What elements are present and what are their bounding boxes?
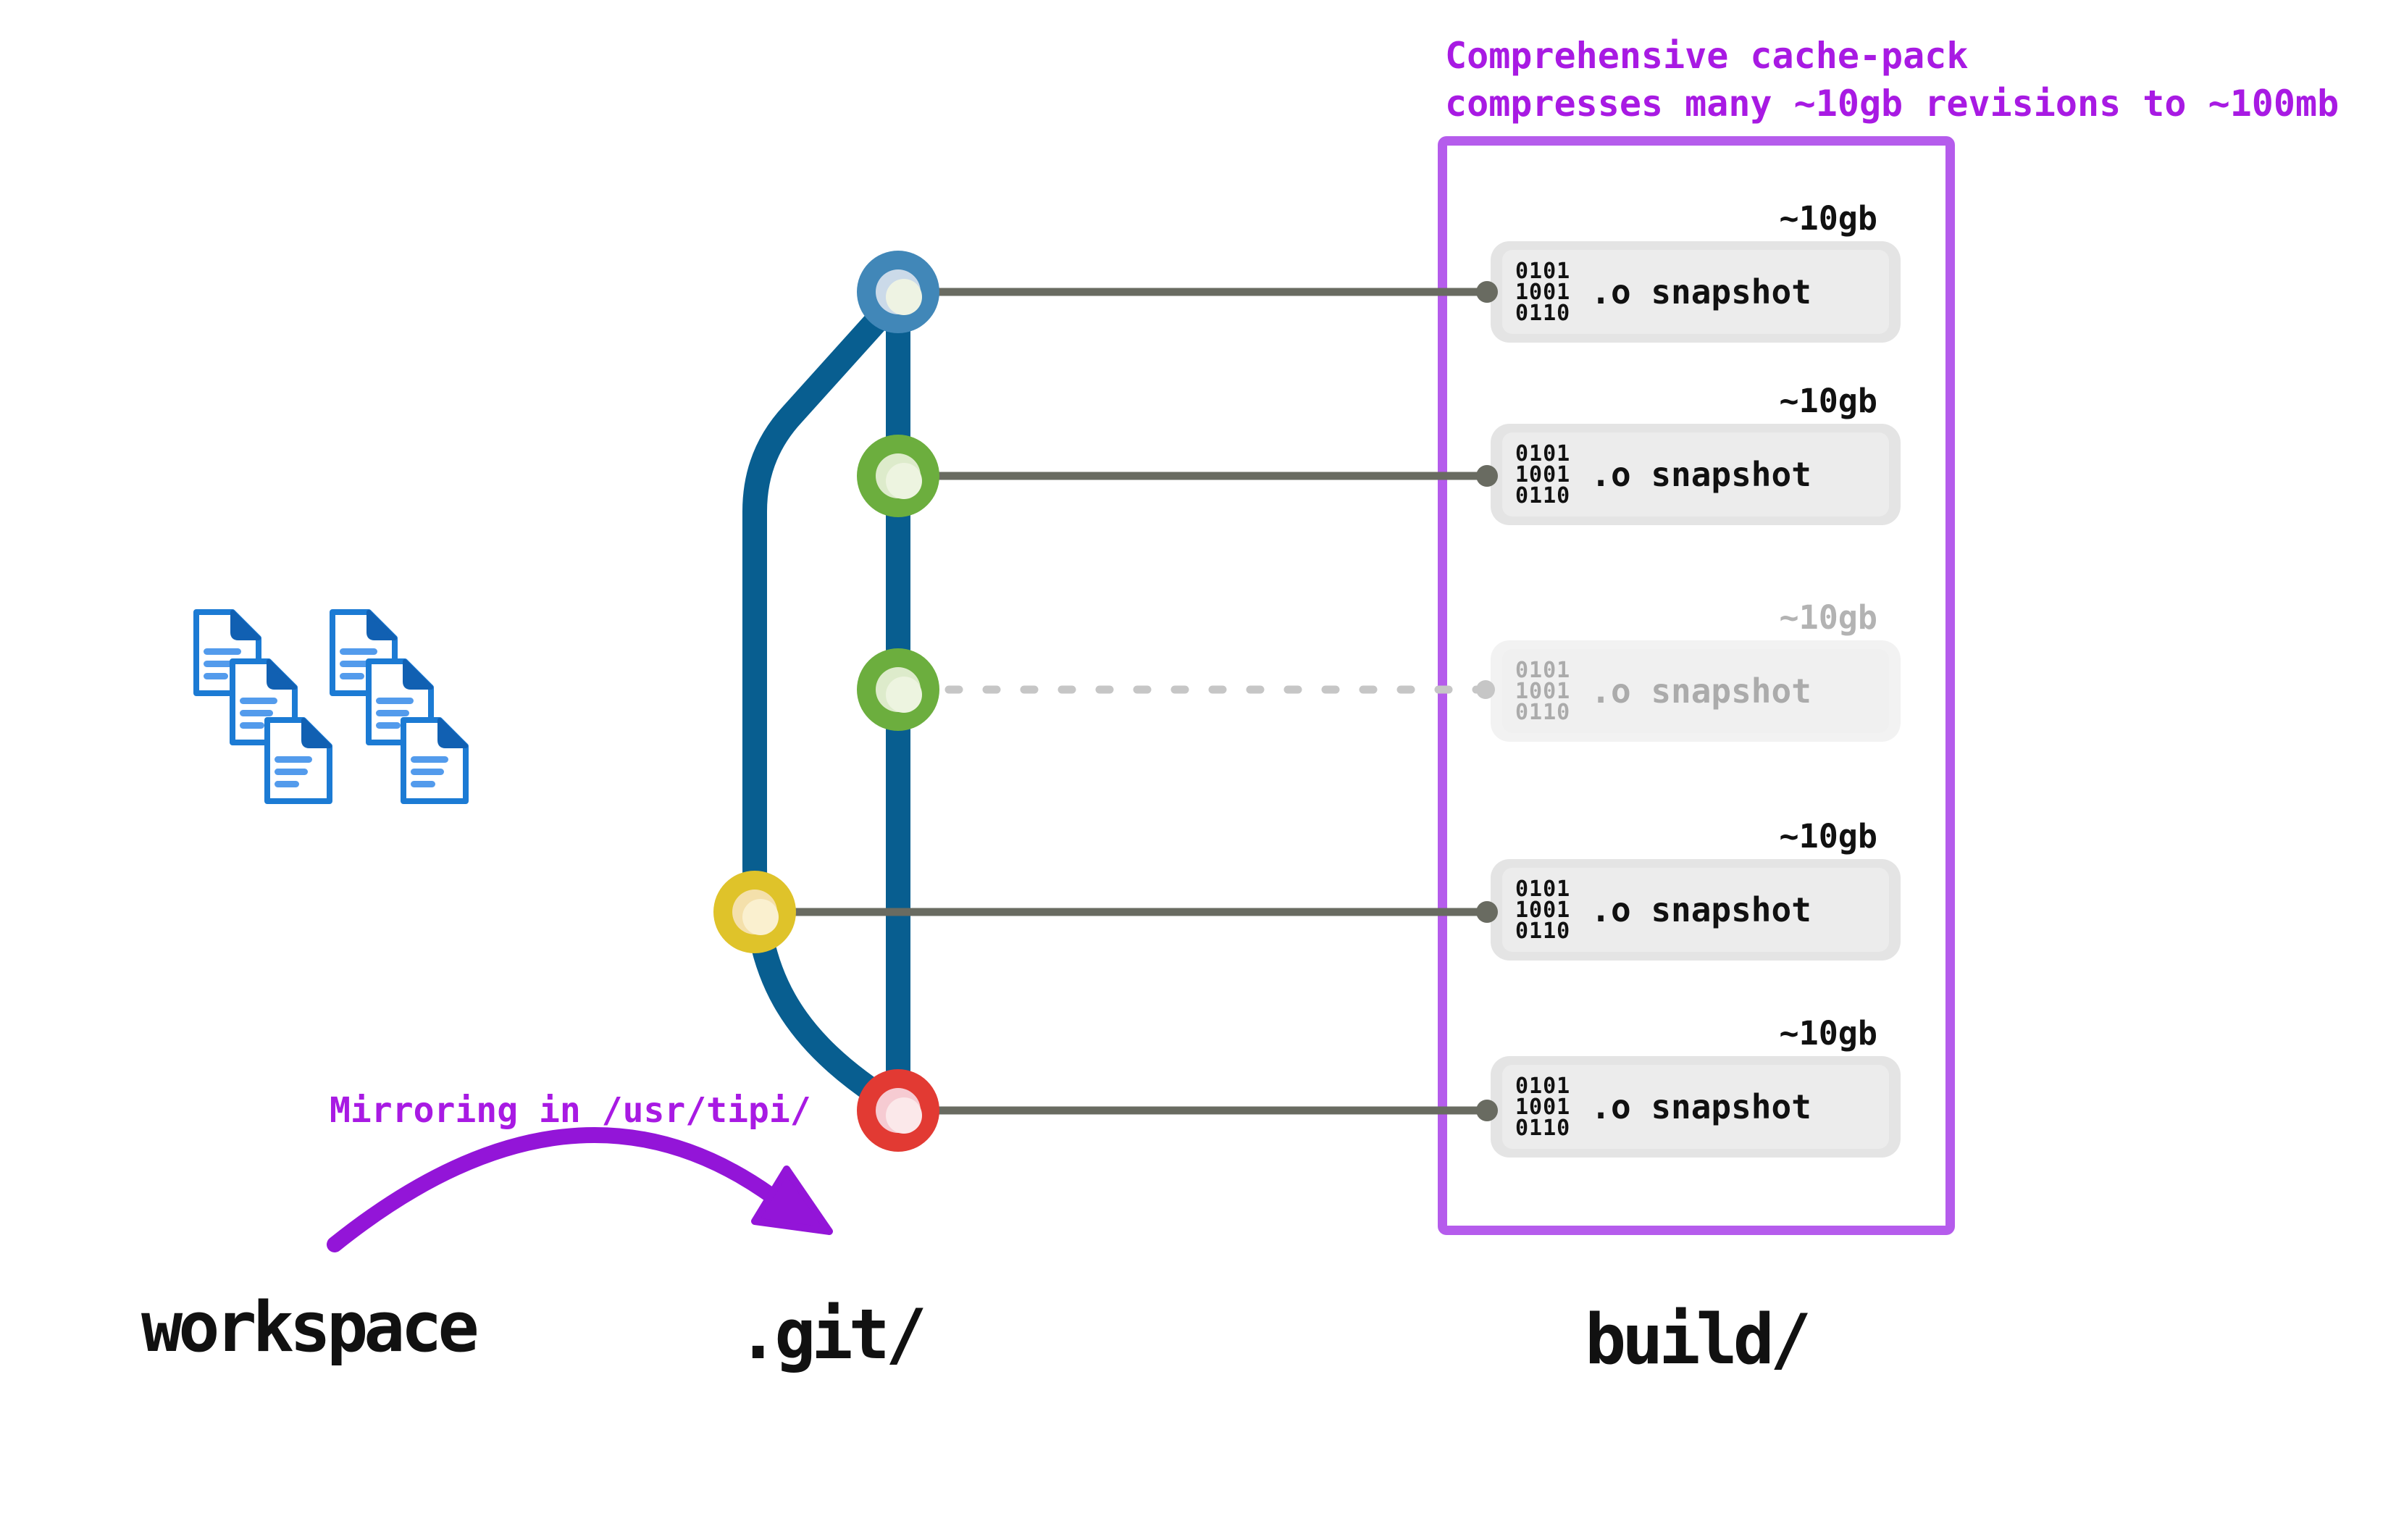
snapshot-label: .o snapshot <box>1591 1087 1811 1126</box>
snapshot-label: .o snapshot <box>1591 890 1811 929</box>
snapshot-size-label: ~10gb <box>1779 817 1877 855</box>
mirroring-arrow-arc <box>327 1127 779 1252</box>
commit-node-green-2 <box>857 648 939 731</box>
document-icon <box>403 720 466 801</box>
snapshot-card: 0101 1001 0110 .o snapshot <box>1491 424 1901 525</box>
commit-node-blue <box>857 251 939 333</box>
snapshot-slot: ~10gb 0101 1001 0110 .o snapshot <box>1491 382 1901 525</box>
snapshot-slot-faded: ~10gb 0101 1001 0110 .o snapshot <box>1491 598 1901 742</box>
snapshot-size-label: ~10gb <box>1779 1014 1877 1053</box>
snapshot-size-label: ~10gb <box>1779 199 1877 238</box>
connector-3-dot <box>1476 680 1495 699</box>
binary-icon: 0101 1001 0110 <box>1515 440 1571 509</box>
workspace-label: workspace <box>141 1288 479 1368</box>
cache-pack-annotation-line1: Comprehensive cache-pack <box>1445 35 1969 77</box>
snapshot-label: .o snapshot <box>1591 455 1811 494</box>
connector-5-dot <box>1476 1100 1498 1121</box>
connector-2-dot <box>1476 465 1498 487</box>
connector-1-dot <box>1476 281 1498 303</box>
snapshot-slot: ~10gb 0101 1001 0110 .o snapshot <box>1491 1014 1901 1158</box>
binary-icon: 0101 1001 0110 <box>1515 876 1571 944</box>
binary-icon: 0101 1001 0110 <box>1515 258 1571 326</box>
snapshot-card: 0101 1001 0110 .o snapshot <box>1491 1056 1901 1158</box>
snapshot-card: 0101 1001 0110 .o snapshot <box>1491 241 1901 343</box>
git-dir-label: .git/ <box>737 1295 927 1375</box>
cache-pack-annotation-line2: compresses many ~10gb revisions to ~100m… <box>1445 83 2340 125</box>
snapshot-slot: ~10gb 0101 1001 0110 .o snapshot <box>1491 199 1901 343</box>
commit-node-green-1 <box>857 435 939 517</box>
commit-node-yellow <box>713 871 796 953</box>
mirroring-arrow <box>327 1127 833 1252</box>
build-dir-label: build/ <box>1585 1300 1811 1380</box>
snapshot-card: 0101 1001 0110 .o snapshot <box>1491 859 1901 961</box>
binary-icon: 0101 1001 0110 <box>1515 657 1571 725</box>
snapshot-size-label: ~10gb <box>1779 598 1877 637</box>
snapshot-size-label: ~10gb <box>1779 382 1877 420</box>
connector-4-dot <box>1476 901 1498 923</box>
workspace-file-stack-1 <box>196 612 330 801</box>
commit-node-red <box>857 1069 939 1152</box>
mirroring-annotation: Mirroring in /usr/tipi/ <box>330 1090 811 1131</box>
binary-icon: 0101 1001 0110 <box>1515 1073 1571 1141</box>
snapshot-label: .o snapshot <box>1591 671 1811 711</box>
snapshot-connectors <box>792 281 1498 1121</box>
mirroring-arrowhead-icon <box>751 1166 833 1235</box>
cache-pack-annotation: Comprehensive cache-pack compresses many… <box>1445 32 2339 127</box>
document-icon <box>267 720 330 801</box>
workspace-file-stack-2 <box>332 612 466 801</box>
snapshot-label: .o snapshot <box>1591 272 1811 311</box>
snapshot-slot: ~10gb 0101 1001 0110 .o snapshot <box>1491 817 1901 961</box>
snapshot-card: 0101 1001 0110 .o snapshot <box>1491 640 1901 742</box>
